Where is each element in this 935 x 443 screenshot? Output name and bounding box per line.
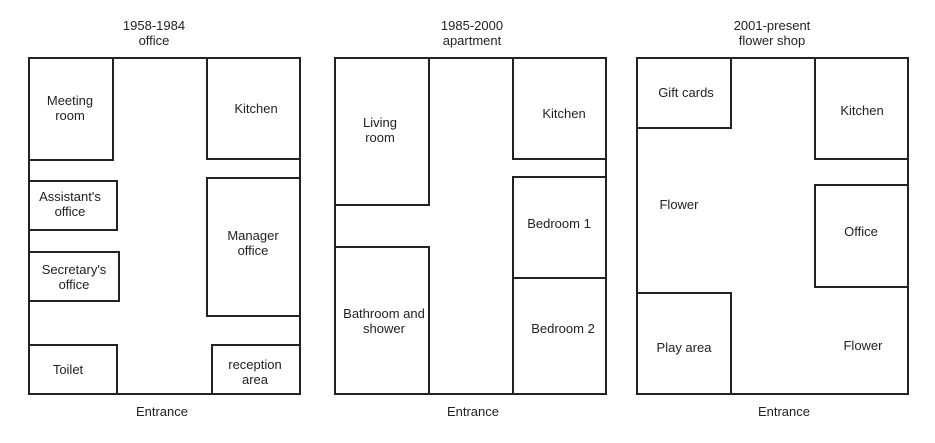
plan-2-title: 1985-2000 apartment [392, 18, 552, 48]
living-room [334, 57, 430, 206]
plan-3-entrance: Entrance [757, 404, 811, 419]
kitchen-apartment-label: Kitchen [542, 106, 586, 121]
assistants-office-label: Assistant's office [39, 189, 101, 219]
plan-3-title: 2001-present flower shop [692, 18, 852, 48]
play-area-label: Play area [656, 340, 712, 355]
toilet-label: Toilet [52, 362, 84, 377]
kitchen-apartment [512, 57, 607, 160]
plan-3-period: 2001-present [733, 18, 811, 33]
secretarys-office-label: Secretary's office [41, 262, 107, 292]
toilet [28, 344, 118, 395]
secretarys-office [28, 251, 120, 302]
manager-office [206, 177, 301, 317]
bedroom-2-label: Bedroom 2 [531, 321, 595, 336]
play-area [636, 292, 732, 395]
gift-cards [636, 57, 732, 129]
plan-1-use: office [138, 33, 170, 48]
office-shop [814, 184, 909, 288]
plan-2-period: 1985-2000 [440, 18, 504, 33]
plan-1-entrance: Entrance [135, 404, 189, 419]
flower-lower-label: Flower [843, 338, 883, 353]
kitchen-office [206, 57, 301, 160]
plan-1-period: 1958-1984 [122, 18, 186, 33]
plan-2-use: apartment [442, 33, 502, 48]
bedroom-2 [512, 277, 607, 395]
kitchen-shop [814, 57, 909, 160]
meeting-room [28, 57, 114, 161]
office-shop-label: Office [844, 224, 878, 239]
plan-1-title: 1958-1984 office [74, 18, 234, 48]
bedroom-1-label: Bedroom 1 [527, 216, 591, 231]
kitchen-shop-label: Kitchen [840, 103, 884, 118]
manager-office-label: Manager office [227, 228, 279, 258]
bathroom-and-shower [334, 246, 430, 395]
meeting-room-label: Meeting room [46, 93, 94, 123]
plan-3-use: flower shop [738, 33, 806, 48]
flower-upper-label: Flower [659, 197, 699, 212]
gift-cards-label: Gift cards [658, 85, 714, 100]
assistants-office [28, 180, 118, 231]
kitchen-office-label: Kitchen [234, 101, 278, 116]
bathroom-and-shower-label: Bathroom and shower [343, 306, 425, 336]
living-room-label: Living room [363, 115, 397, 145]
reception-area-label: reception area [228, 357, 282, 387]
plan-2-entrance: Entrance [446, 404, 500, 419]
reception-area [211, 344, 301, 395]
